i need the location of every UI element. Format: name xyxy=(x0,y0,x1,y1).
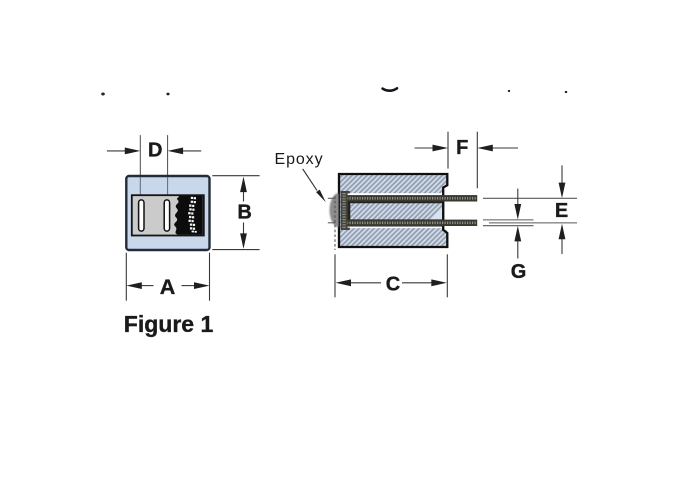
svg-text:D: D xyxy=(148,140,162,162)
svg-text:Epoxy: Epoxy xyxy=(275,151,324,168)
svg-text:C: C xyxy=(386,273,400,295)
svg-text:F: F xyxy=(456,137,468,159)
svg-text:A: A xyxy=(160,275,176,299)
svg-text:E: E xyxy=(555,200,568,222)
svg-text:B: B xyxy=(237,202,251,224)
svg-text:Figure 1: Figure 1 xyxy=(124,311,214,337)
svg-text:G: G xyxy=(511,261,527,283)
